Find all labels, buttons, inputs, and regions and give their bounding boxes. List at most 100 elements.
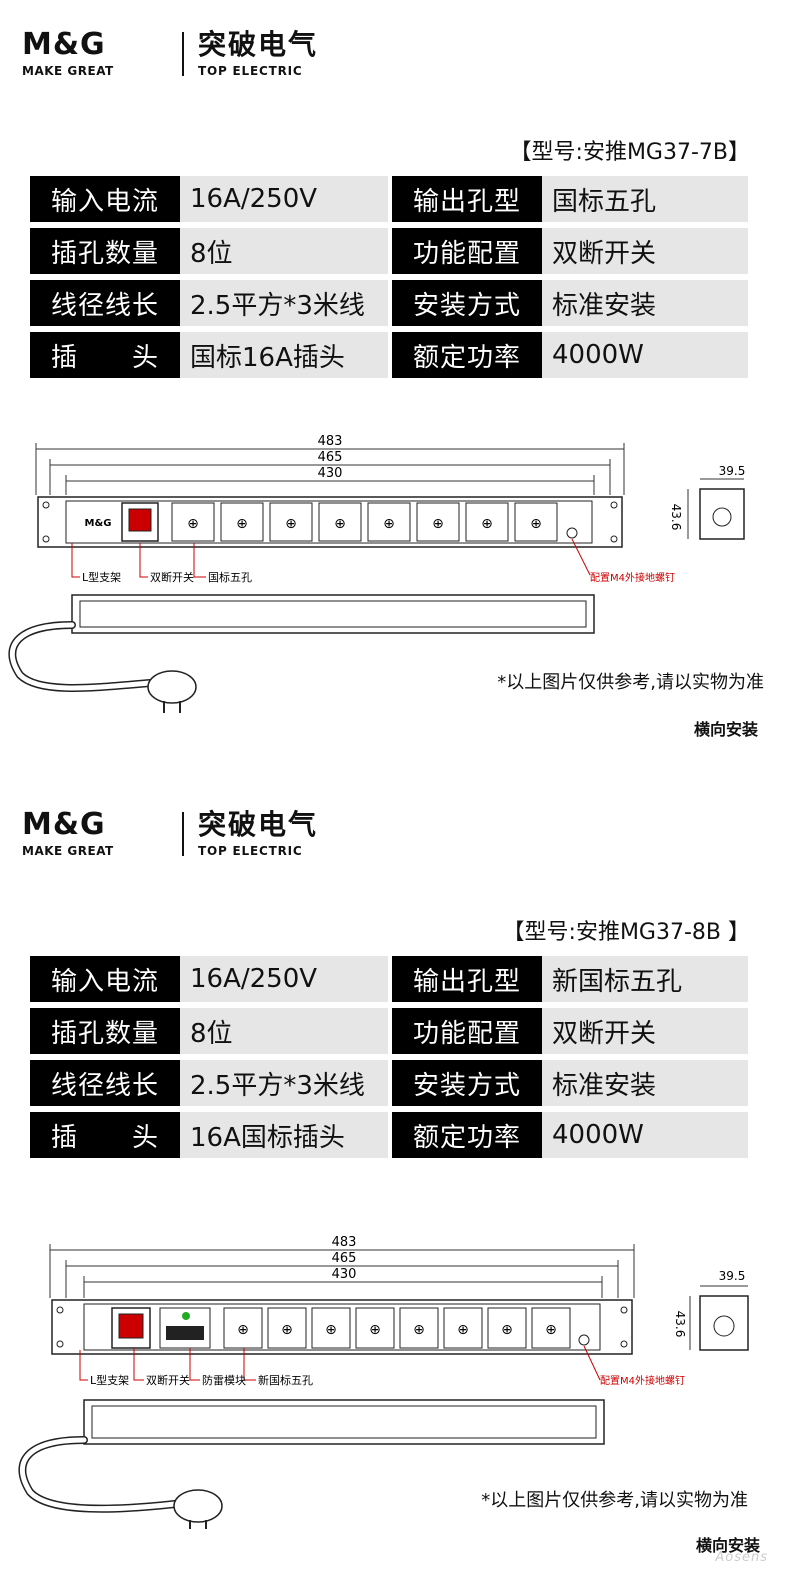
spec-value: 国标16A插头 [180,332,388,378]
callout-bracket: L型支架 [82,570,121,584]
spec-key: 输出孔型 [392,956,542,1002]
spec-value: 8位 [180,228,388,274]
spec-key: 输入电流 [30,956,180,1002]
ground-screw-icon [566,527,578,539]
logo-divider [182,812,184,856]
logo-en-name: TOP ELECTRIC [198,64,303,78]
spec-key: 安装方式 [392,280,542,326]
spec-row: 插孔数量 8位 功能配置 双断开关 [30,1008,748,1054]
technical-drawing: 483 465 430 ⊕ ⊕ ⊕ ⊕ ⊕ ⊕ ⊕ ⊕ [18,1235,749,1529]
power-cable [8,621,154,692]
spec-value: 双断开关 [542,1008,748,1054]
svg-text:⊕: ⊕ [481,516,493,532]
spec-key: 输入电流 [30,176,180,222]
technical-drawing: 483 465 430 M&G ⊕ ⊕ ⊕ ⊕ ⊕ ⊕ ⊕ ⊕ L型支架 双断 [8,434,745,713]
ground-screw-icon [578,1334,590,1346]
callout-socket: 国标五孔 [208,570,252,584]
svg-text:⊕: ⊕ [281,1322,293,1338]
spec-row: 输入电流 16A/250V 输出孔型 国标五孔 [30,176,748,222]
strip-rear-view [83,1399,605,1445]
spec-key: 插 头 [30,1112,180,1158]
spec-value: 16A/250V [180,176,388,222]
svg-text:⊕: ⊕ [369,1322,381,1338]
logo-cn-name: 突破电气 [198,28,319,61]
spec-row: 输入电流 16A/250V 输出孔型 新国标五孔 [30,956,748,1002]
spec-key: 额定功率 [392,332,542,378]
socket-icon: ⊕ [399,1307,439,1349]
socket-icon: ⊕ [311,1307,351,1349]
side-view [699,488,745,540]
spec-value: 双断开关 [542,228,748,274]
spec-value: 2.5平方*3米线 [180,280,388,326]
spec-value: 标准安装 [542,1060,748,1106]
product-section-2: M&G MAKE GREAT 突破电气 TOP ELECTRIC 【型号:安推M… [0,780,790,1590]
product-section-1: M&G MAKE GREAT 突破电气 TOP ELECTRIC 【型号:安推M… [0,0,790,770]
dim-430: 430 [332,1267,357,1282]
svg-text:⊕: ⊕ [432,516,444,532]
spec-key: 插 头 [30,332,180,378]
socket-icon: ⊕ [367,502,411,542]
dim-height: 43.6 [673,1311,687,1338]
spec-key: 安装方式 [392,1060,542,1106]
callout-bracket: L型支架 [90,1373,129,1387]
brand-logo: M&G MAKE GREAT 突破电气 TOP ELECTRIC [22,807,342,859]
svg-text:⊕: ⊕ [457,1322,469,1338]
spec-value: 国标五孔 [542,176,748,222]
mount-label: 横向安装 [695,1536,760,1555]
spec-key: 线径线长 [30,280,180,326]
spec-key: 输出孔型 [392,176,542,222]
switch-icon [121,502,159,542]
spec-row: 插 头 国标16A插头 额定功率 4000W [30,332,748,378]
socket-icon: ⊕ [220,502,264,542]
logo-sub: MAKE GREAT [22,64,114,78]
spec-value: 4000W [542,1112,748,1158]
logo-main: M&G [22,807,106,842]
surge-module-icon [159,1307,211,1349]
callout-screw: 配置M4外接地螺钉 [600,1374,685,1387]
spec-key: 插孔数量 [30,1008,180,1054]
socket-icon: ⊕ [531,1307,571,1349]
socket-icon: ⊕ [171,502,215,542]
dim-465: 465 [318,450,343,465]
model-title: 【型号:安推MG37-7B】 [509,140,750,165]
disclaimer-note: *以上图片仅供参考,请以实物为准 [497,672,764,693]
spec-table: 输入电流 16A/250V 输出孔型 国标五孔 插孔数量 8位 功能配置 双断开… [30,170,748,384]
side-view [699,1295,749,1351]
dim-width: 39.5 [719,1269,746,1283]
spec-value: 4000W [542,332,748,378]
spec-table: 输入电流 16A/250V 输出孔型 新国标五孔 插孔数量 8位 功能配置 双断… [30,950,748,1164]
logo-sub: MAKE GREAT [22,844,114,858]
svg-text:⊕: ⊕ [413,1322,425,1338]
watermark: Aosens [715,1550,768,1565]
power-cable [18,1436,179,1513]
callout-screw: 配置M4外接地螺钉 [590,571,675,584]
spec-key: 线径线长 [30,1060,180,1106]
spec-key: 插孔数量 [30,228,180,274]
dim-465: 465 [332,1251,357,1266]
callout-surge: 防雷模块 [202,1373,246,1387]
svg-text:⊕: ⊕ [237,1322,249,1338]
svg-text:⊕: ⊕ [383,516,395,532]
logo-divider [182,32,184,76]
svg-text:⊕: ⊕ [325,1322,337,1338]
spec-value: 16A/250V [180,956,388,1002]
strip-brand-label: M&G [85,518,112,529]
logo-cn-name: 突破电气 [198,808,319,841]
dim-430: 430 [318,466,343,481]
model-title: 【型号:安推MG37-8B 】 [502,920,750,945]
socket-icon: ⊕ [269,502,313,542]
logo-main: M&G [22,27,106,62]
switch-icon [111,1307,151,1349]
callout-switch: 双断开关 [146,1373,190,1387]
socket-row: ⊕ ⊕ ⊕ ⊕ ⊕ ⊕ ⊕ ⊕ [223,1307,571,1349]
spec-value: 8位 [180,1008,388,1054]
spec-value: 16A国标插头 [180,1112,388,1158]
spec-key: 功能配置 [392,228,542,274]
spec-row: 线径线长 2.5平方*3米线 安装方式 标准安装 [30,1060,748,1106]
svg-text:⊕: ⊕ [530,516,542,532]
spec-value: 2.5平方*3米线 [180,1060,388,1106]
dim-height: 43.6 [669,504,683,531]
socket-icon: ⊕ [443,1307,483,1349]
socket-icon: ⊕ [223,1307,263,1349]
svg-text:⊕: ⊕ [285,516,297,532]
